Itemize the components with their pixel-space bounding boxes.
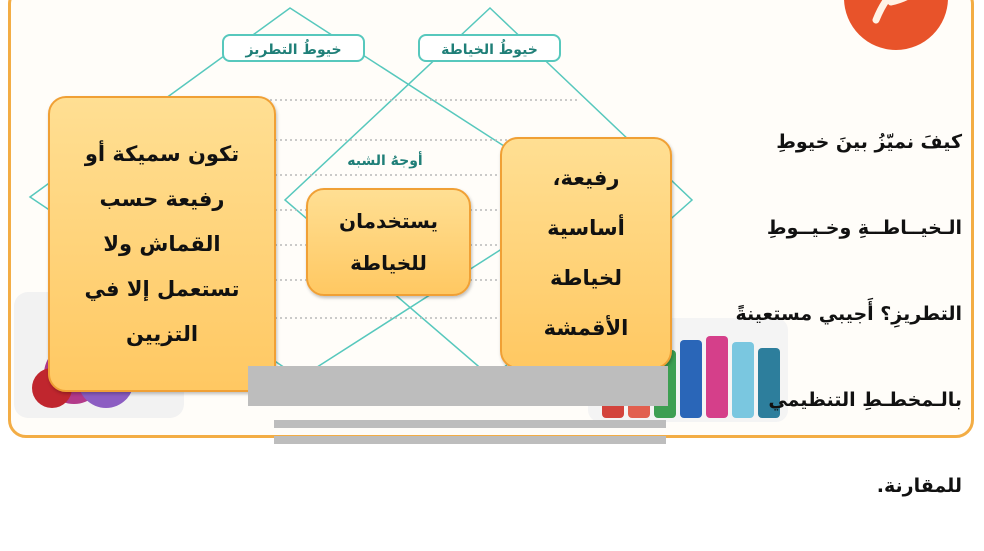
similarities-box: يستخدمان للخياطة	[306, 188, 471, 296]
sewing-description-box: رفيعة، أساسية لخياطة الأقمشة	[500, 137, 672, 369]
decorative-bar	[248, 366, 668, 406]
embroidery-description-text: تكون سميكة أو رفيعة حسب القماش ولا تستعم…	[84, 141, 240, 346]
question-line-1: كيفَ نميّزُ بينَ خيوطِ	[776, 131, 962, 153]
question-line-2: الـخيــاطــةِ وخـيــوطِ	[766, 217, 962, 239]
question-text: كيفَ نميّزُ بينَ خيوطِ الـخيــاطــةِ وخـ…	[690, 78, 963, 551]
similarities-label: أوجهُ الشبه	[347, 153, 423, 169]
decorative-bar	[274, 420, 666, 428]
question-line-5: للمقارنة.	[876, 475, 962, 497]
sewing-label: خيوطُ الخياطة	[418, 34, 561, 62]
logo-icon	[844, 0, 948, 50]
sewing-description-text: رفيعة، أساسية لخياطة الأقمشة	[543, 166, 629, 340]
embroidery-label: خيوطُ التطريز	[222, 34, 365, 62]
question-line-3: التطريزِ؟ أَجيبي مستعينةً	[735, 303, 963, 325]
decorative-bar	[274, 436, 666, 444]
embroidery-description-box: تكون سميكة أو رفيعة حسب القماش ولا تستعم…	[48, 96, 276, 392]
question-line-4: بالـمخطـطِ التنظيمي	[768, 389, 962, 411]
similarities-text: يستخدمان للخياطة	[339, 209, 438, 275]
